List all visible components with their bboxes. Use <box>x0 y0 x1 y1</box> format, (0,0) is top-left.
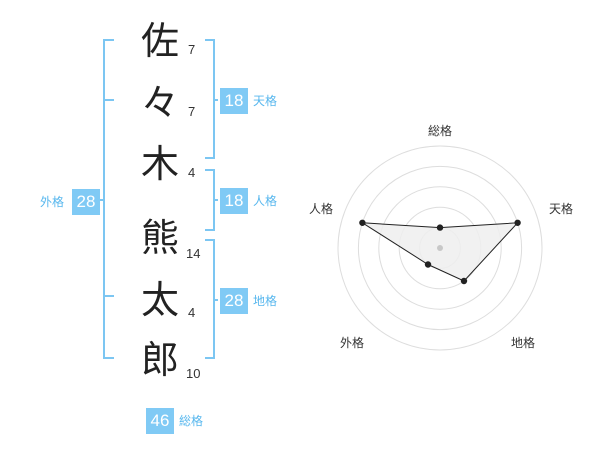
radar-point <box>460 277 468 285</box>
radar-point <box>424 261 432 268</box>
jinkaku-value: 18 <box>220 188 248 214</box>
name-char-1: 佐 <box>140 19 179 63</box>
radar-polygon <box>362 222 519 282</box>
radar-point <box>359 219 366 226</box>
stroke-count-6: 10 <box>186 366 201 381</box>
radar-axis-label-3: 地格 <box>511 336 536 350</box>
radar-grid-ring <box>378 186 502 310</box>
name-char-2: 々 <box>140 81 179 125</box>
stroke-count-4: 14 <box>186 246 201 261</box>
name-char-5: 太 <box>140 278 179 322</box>
gaikaku-bracket <box>100 39 114 359</box>
radar-center-dot <box>437 245 443 251</box>
tenkaku-value: 18 <box>220 88 248 114</box>
chikaku-value: 28 <box>220 288 248 314</box>
radar-point <box>436 224 444 231</box>
stroke-count-2: 7 <box>188 104 196 119</box>
jinkaku-label: 人格 <box>253 194 278 208</box>
name-char-6: 郎 <box>140 338 179 382</box>
stroke-count-5: 4 <box>188 305 196 320</box>
radar-axis-label-2: 天格 <box>549 202 574 216</box>
name-char-4: 熊 <box>140 216 179 260</box>
stroke-count-3: 4 <box>188 165 196 180</box>
name-char-3: 木 <box>140 142 179 186</box>
radar-axis-label-4: 外格 <box>340 336 365 350</box>
soukaku-label: 総格 <box>179 414 204 428</box>
radar-grid-ring <box>357 165 523 331</box>
soukaku-value: 46 <box>146 408 174 434</box>
tenkaku-label: 天格 <box>253 94 278 108</box>
chikaku-label: 地格 <box>253 294 278 308</box>
radar-point <box>514 219 521 226</box>
stroke-count-1: 7 <box>188 42 196 57</box>
gaikaku-label: 外格 <box>40 195 65 209</box>
radar-axis-label-5: 人格 <box>309 202 334 216</box>
radar-axis-label-1: 総格 <box>428 124 453 138</box>
radar-grid-ring <box>337 145 543 351</box>
chikaku-bracket <box>205 239 218 359</box>
jinkaku-bracket <box>205 169 218 231</box>
tenkaku-bracket <box>205 39 218 159</box>
gaikaku-value: 28 <box>72 189 100 215</box>
